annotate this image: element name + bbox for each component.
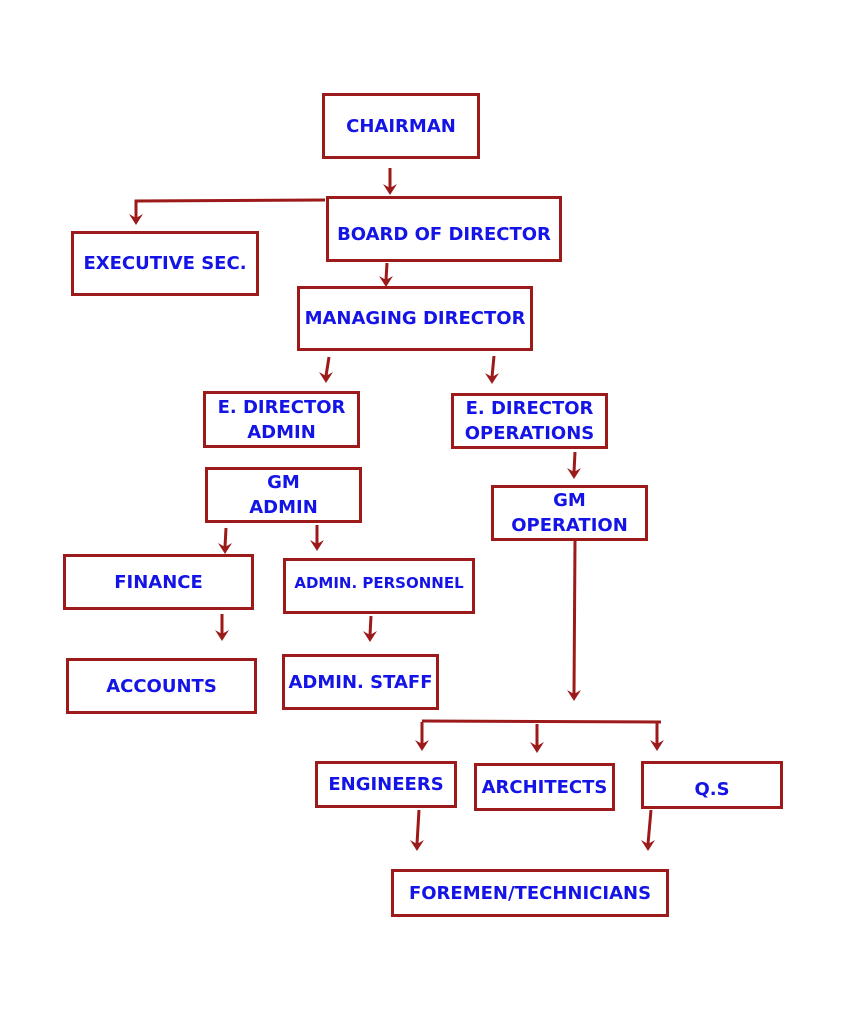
arrow-md-edadmin [324, 356, 331, 377]
arrow-edops-gmop [572, 451, 577, 473]
node-managing-director: MANAGING DIRECTOR [297, 286, 533, 351]
arrowheads [129, 184, 664, 851]
node-admin-staff: ADMIN. STAFF [282, 654, 439, 710]
node-ed-operations: E. DIRECTOR OPERATIONS [451, 393, 608, 449]
node-label: ARCHITECTS [481, 776, 608, 798]
node-label: FOREMEN/TECHNICIANS [408, 882, 652, 904]
node-foremen-technicians: FOREMEN/TECHNICIANS [391, 869, 669, 917]
node-label: GM ADMIN [249, 472, 318, 518]
node-gm-operation: GM OPERATION [491, 485, 648, 541]
node-label: ADMIN. PERSONNEL [294, 574, 464, 592]
node-label: EXECUTIVE SEC. [83, 253, 247, 274]
node-executive-sec: EXECUTIVE SEC. [71, 231, 259, 296]
node-label: ADMIN. STAFF [288, 671, 433, 693]
node-accounts: ACCOUNTS [66, 658, 257, 714]
arrow-md-edops [490, 355, 496, 378]
node-finance: FINANCE [63, 554, 254, 610]
arrow-board-md [384, 262, 389, 281]
node-ed-admin: E. DIRECTOR ADMIN [203, 391, 360, 448]
node-board-of-director: BOARD OF DIRECTOR [326, 196, 562, 262]
branch-line [421, 719, 662, 724]
node-label: GM OPERATION [511, 490, 628, 536]
node-label: FINANCE [114, 571, 203, 593]
node-qs: Q.S [641, 761, 783, 809]
node-label: ACCOUNTS [106, 675, 217, 697]
node-label: MANAGING DIRECTOR [304, 308, 526, 329]
node-label: Q.S [694, 778, 730, 800]
arrow-gmadmin-finance [223, 527, 228, 548]
node-label: BOARD OF DIRECTOR [337, 223, 551, 245]
node-engineers: ENGINEERS [315, 761, 457, 808]
node-gm-admin: GM ADMIN [205, 467, 362, 523]
arrow-qs-foremen [646, 809, 653, 845]
node-architects: ARCHITECTS [474, 763, 615, 811]
node-admin-personnel: ADMIN. PERSONNEL [283, 558, 475, 614]
node-label: E. DIRECTOR ADMIN [217, 396, 346, 443]
arrow-engineers-foremen [415, 809, 421, 845]
arrow-gmop-branch [572, 540, 577, 695]
node-label: E. DIRECTOR OPERATIONS [464, 398, 595, 444]
arrow-personnel-staff [368, 615, 373, 636]
node-chairman: CHAIRMAN [322, 93, 480, 159]
arrow-board-execsec [134, 198, 326, 218]
node-label: CHAIRMAN [346, 115, 456, 137]
node-label: ENGINEERS [328, 774, 444, 795]
